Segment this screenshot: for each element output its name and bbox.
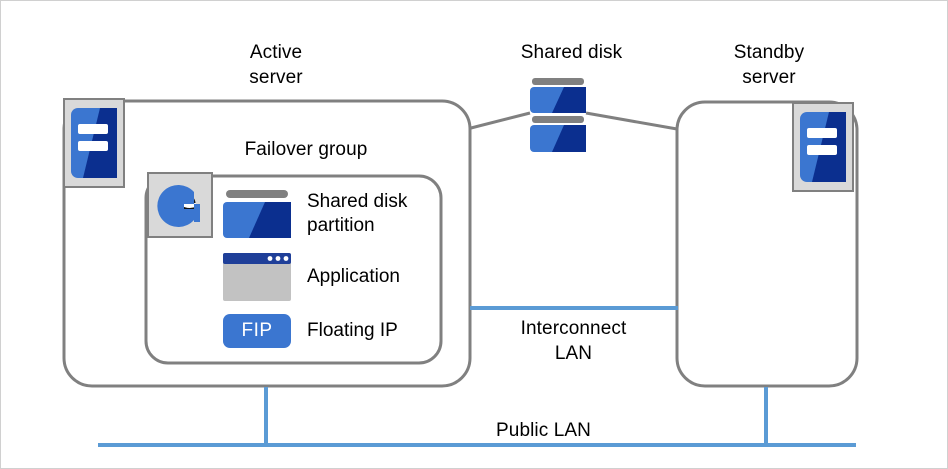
failover-group-title: Failover group bbox=[244, 139, 368, 160]
public-lan-label: Public LAN bbox=[496, 420, 591, 441]
shared-disk-icon-glyph bbox=[530, 78, 586, 152]
shared-disk-title: Shared disk bbox=[520, 42, 623, 63]
server-icon-glyph bbox=[800, 112, 846, 182]
connector-shared-disk-to-standby bbox=[585, 111, 678, 131]
server-icon bbox=[792, 102, 854, 192]
interconnect-lan-label: Interconnect LAN bbox=[520, 318, 627, 364]
fip-badge-icon: FIP bbox=[223, 314, 291, 348]
active-server-title: Active server bbox=[249, 42, 303, 88]
resource-label: Application bbox=[307, 266, 400, 287]
active-server-box bbox=[62, 99, 472, 388]
resource-application: Application bbox=[223, 253, 400, 301]
cluster-logo-icon bbox=[147, 172, 213, 238]
shared-disk-partition-icon bbox=[223, 190, 291, 238]
resource-label: Shared disk partition bbox=[307, 191, 408, 236]
failover-group-box bbox=[144, 174, 443, 365]
resource-floating-ip: FIP Floating IP bbox=[223, 314, 398, 348]
standby-server-title: Standby server bbox=[733, 42, 805, 88]
application-window-icon bbox=[223, 253, 291, 301]
standby-server-box bbox=[675, 100, 859, 388]
server-icon bbox=[63, 98, 125, 188]
cluster-logo-glyph bbox=[157, 185, 200, 227]
server-icon-glyph bbox=[71, 108, 117, 178]
connector-active-to-shared-disk bbox=[470, 111, 531, 130]
resource-shared-disk-partition: Shared disk partition bbox=[223, 190, 407, 238]
shared-disk-icon bbox=[530, 78, 586, 152]
resource-label: Floating IP bbox=[307, 320, 398, 341]
